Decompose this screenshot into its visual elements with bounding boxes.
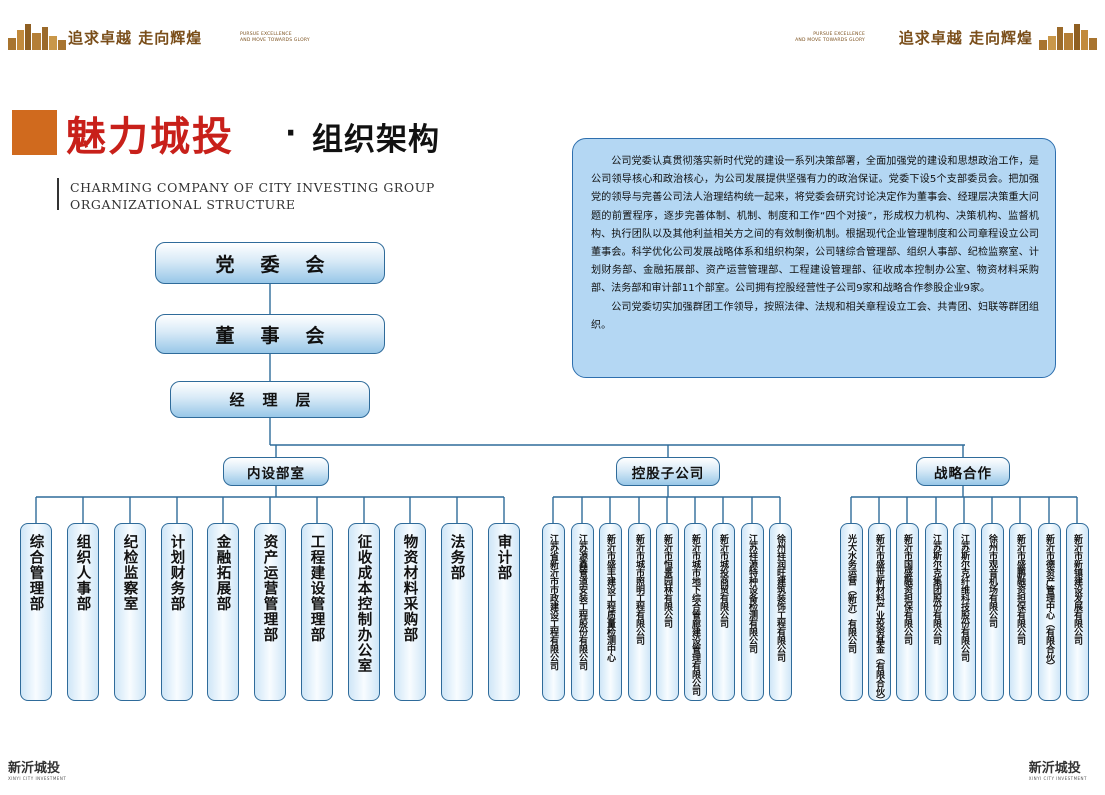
skyline-logo-icon <box>8 24 66 50</box>
subsidiary-box: 江苏省新沂市市政建设工程有限公司 <box>542 523 565 701</box>
header-motto-en: PURSUE EXCELLENCE AND MOVE TOWARDS GLORY <box>240 32 310 43</box>
header-motto-en: PURSUE EXCELLENCE AND MOVE TOWARDS GLORY <box>795 32 865 43</box>
partner-box: 新沂市国盛融资担保有限公司 <box>896 523 919 701</box>
department-box: 金融拓展部 <box>207 523 239 701</box>
subsidiary-box: 徐州祥润旺建筑装饰工程有限公司 <box>769 523 792 701</box>
department-box: 审计部 <box>488 523 520 701</box>
subsidiary-box: 新沂市盛丰建设工程质量检测中心 <box>599 523 622 701</box>
subsidiary-box: 江苏源鑫管道安装工程股份有限公司 <box>571 523 594 701</box>
description-box: 公司党委认真贯彻落实新时代党的建设一系列决策部署，全面加强党的建设和思想政治工作… <box>572 138 1056 378</box>
department-box: 物资材料采购部 <box>394 523 426 701</box>
footer-brand-right: 新沂城投 XINYI CITY INVESTMENT <box>1028 761 1087 781</box>
partner-box: 徐州市观音机场有限公司 <box>981 523 1004 701</box>
subtitle-bar <box>57 178 59 210</box>
footer-brand-left: 新沂城投 XINYI CITY INVESTMENT <box>8 761 67 781</box>
subsidiary-box: 新沂市城市地下综合管廊建设管理有限公司 <box>684 523 707 701</box>
subsidiary-box: 新沂市恒景园林有限公司 <box>656 523 679 701</box>
department-box: 纪检监察室 <box>114 523 146 701</box>
partner-box: 新沂市盛世新材料产业投资基金（有限合伙） <box>868 523 891 704</box>
title-separator: · <box>285 116 297 151</box>
page-subtitle: 组织架构 <box>312 122 440 158</box>
category-subsidiaries: 控股子公司 <box>616 457 720 486</box>
partner-box: 光大水务运营（新沂）有限公司 <box>840 523 863 701</box>
department-box: 资产运营管理部 <box>254 523 286 701</box>
department-box: 组织人事部 <box>67 523 99 701</box>
page-title: 魅力城投 <box>66 113 234 160</box>
english-subtitle: CHARMING COMPANY OF CITY INVESTING GROUP… <box>70 180 435 212</box>
party-committee-box: 党委会 <box>155 242 385 284</box>
description-paragraph: 公司党委认真贯彻落实新时代党的建设一系列决策部署，全面加强党的建设和思想政治工作… <box>591 156 1039 295</box>
header-left: 追求卓越 走向辉煌 PURSUE EXCELLENCE AND MOVE TOW… <box>8 14 310 50</box>
partner-box: 新沂市盛鹏融资担保有限公司 <box>1009 523 1032 701</box>
header-motto: 追求卓越 走向辉煌 <box>68 29 203 47</box>
department-box: 综合管理部 <box>20 523 52 701</box>
partner-box: 江苏斯尔克集团股份有限公司 <box>925 523 948 701</box>
skyline-logo-icon <box>1039 24 1097 50</box>
management-box: 经理层 <box>170 381 370 418</box>
department-box: 工程建设管理部 <box>301 523 333 701</box>
description-paragraph: 公司党委切实加强群团工作领导，按照法律、法规和相关章程设立工会、共青团、妇联等群… <box>591 301 1039 331</box>
header-motto: 追求卓越 走向辉煌 <box>898 29 1033 47</box>
department-box: 法务部 <box>441 523 473 701</box>
partner-box: 新沂市新镇建设发展有限公司 <box>1066 523 1089 701</box>
category-internal-departments: 内设部室 <box>223 457 329 486</box>
department-box: 征收成本控制办公室 <box>348 523 380 701</box>
subsidiary-box: 江苏祥源特种设备检测有限公司 <box>741 523 764 701</box>
subsidiary-box: 新沂市城市照明工程有限公司 <box>628 523 651 701</box>
board-box: 董事会 <box>155 314 385 354</box>
header-right: PURSUE EXCELLENCE AND MOVE TOWARDS GLORY… <box>795 14 1097 50</box>
title-accent-square <box>12 110 57 155</box>
partner-box: 新沂市德资产管理中心（有限合伙） <box>1038 523 1061 701</box>
subsidiary-box: 新沂市城投商贸有限公司 <box>712 523 735 701</box>
category-strategic-partners: 战略合作 <box>916 457 1010 486</box>
department-box: 计划财务部 <box>161 523 193 701</box>
partner-box: 江苏斯尔克纤维科技股份有限公司 <box>953 523 976 701</box>
